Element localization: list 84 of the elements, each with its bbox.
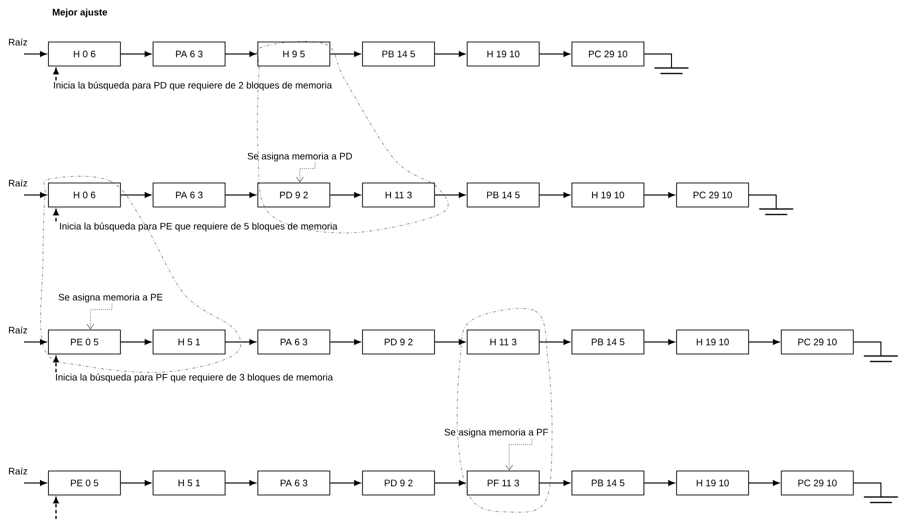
arrow bbox=[539, 51, 570, 57]
arrow bbox=[330, 51, 361, 57]
arrow bbox=[225, 192, 256, 198]
arrow bbox=[120, 480, 152, 486]
memory-block-box: H 11 3 bbox=[362, 182, 435, 208]
note-text: Se asigna memoria a PD bbox=[248, 152, 352, 162]
arrow bbox=[434, 192, 466, 198]
memory-block-box: H 19 10 bbox=[572, 182, 644, 208]
ground-symbol bbox=[759, 208, 794, 216]
memory-block-box: H 5 1 bbox=[152, 330, 226, 354]
note-text: Se asigna memoria a PF bbox=[444, 428, 548, 438]
arrow bbox=[225, 480, 256, 486]
arrow bbox=[644, 192, 675, 198]
memory-block-box: PE 0 5 bbox=[48, 470, 121, 496]
memory-block-box: H 0 6 bbox=[48, 182, 121, 208]
memory-block-box: H 0 6 bbox=[48, 42, 121, 66]
memory-block-box: PF 11 3 bbox=[466, 470, 540, 496]
memory-block-box: PB 14 5 bbox=[466, 182, 540, 208]
arrow bbox=[330, 339, 361, 345]
memory-block-box: PA 6 3 bbox=[257, 470, 330, 496]
memory-block-box: H 19 10 bbox=[676, 330, 749, 354]
memory-block-box: PD 9 2 bbox=[362, 470, 435, 496]
arrow bbox=[434, 339, 466, 345]
connector-line bbox=[853, 482, 882, 498]
note-text: Inicia la búsqueda para PF que requiere de 3 bloques de memoria bbox=[56, 374, 333, 382]
arrow bbox=[120, 339, 152, 345]
pointer-arrow bbox=[53, 68, 59, 80]
memory-block-box: H 5 1 bbox=[152, 470, 226, 496]
root-label: Raíz bbox=[9, 326, 28, 334]
memory-block-box: PB 14 5 bbox=[572, 470, 644, 496]
memory-block-box: PC 29 10 bbox=[780, 330, 854, 354]
memory-block-box: PB 14 5 bbox=[362, 42, 435, 66]
root-label: Raíz bbox=[9, 467, 28, 475]
memory-block-box: PC 29 10 bbox=[572, 42, 644, 66]
memory-block-box: PE 0 5 bbox=[48, 330, 121, 354]
arrow bbox=[24, 339, 47, 345]
memory-block-box: PC 29 10 bbox=[780, 470, 854, 496]
arrow bbox=[24, 192, 47, 198]
arrow bbox=[330, 480, 361, 486]
arrow bbox=[434, 51, 466, 57]
arrow bbox=[24, 480, 47, 486]
pointer-arrow bbox=[53, 497, 59, 519]
ground-symbol bbox=[864, 355, 898, 362]
arrow bbox=[120, 192, 152, 198]
arrow bbox=[330, 192, 361, 198]
ground-symbol bbox=[864, 496, 898, 504]
pointer-arrow bbox=[86, 303, 112, 330]
memory-block-box: H 9 5 bbox=[257, 42, 330, 66]
arrow bbox=[434, 480, 466, 486]
memory-block-box: PA 6 3 bbox=[152, 42, 226, 66]
pointer-arrow bbox=[53, 209, 59, 222]
pointer-arrow bbox=[505, 438, 532, 471]
arrow bbox=[539, 339, 570, 345]
arrow bbox=[539, 480, 570, 486]
memory-block-box: PB 14 5 bbox=[572, 330, 644, 354]
memory-block-box: PD 9 2 bbox=[362, 330, 435, 354]
root-label: Raíz bbox=[9, 179, 28, 187]
memory-block-box: PC 29 10 bbox=[676, 182, 749, 208]
note-text: Inicia la búsqueda para PD que requiere de 2 bloques de memoria bbox=[54, 82, 332, 90]
memory-block-box: PD 9 2 bbox=[257, 182, 330, 208]
arrow bbox=[24, 51, 47, 57]
memory-block-box: H 19 10 bbox=[466, 42, 540, 66]
root-label: Raíz bbox=[9, 38, 28, 46]
memory-block-box: H 11 3 bbox=[466, 330, 540, 354]
connector-line bbox=[853, 342, 882, 356]
arrow bbox=[225, 339, 256, 345]
arrow bbox=[748, 339, 780, 345]
memory-block-box: PA 6 3 bbox=[152, 182, 226, 208]
pointer-arrow bbox=[296, 162, 316, 183]
pointer-arrow bbox=[53, 356, 59, 372]
arrow bbox=[225, 51, 256, 57]
ground-symbol bbox=[654, 67, 688, 74]
arrow bbox=[644, 480, 675, 486]
note-text: Se asigna memoria a PE bbox=[58, 294, 162, 302]
connector-line bbox=[644, 54, 672, 68]
arrow bbox=[539, 192, 570, 198]
arrow bbox=[748, 480, 780, 486]
title: Mejor ajuste bbox=[52, 8, 108, 18]
arrow bbox=[120, 51, 152, 57]
connector-line bbox=[748, 194, 777, 210]
arrow bbox=[644, 339, 675, 345]
memory-block-box: PA 6 3 bbox=[257, 330, 330, 354]
memory-block-box: H 19 10 bbox=[676, 470, 749, 496]
note-text: Inicia la búsqueda para PE que requiere de 5 bloques de memoria bbox=[60, 222, 338, 232]
